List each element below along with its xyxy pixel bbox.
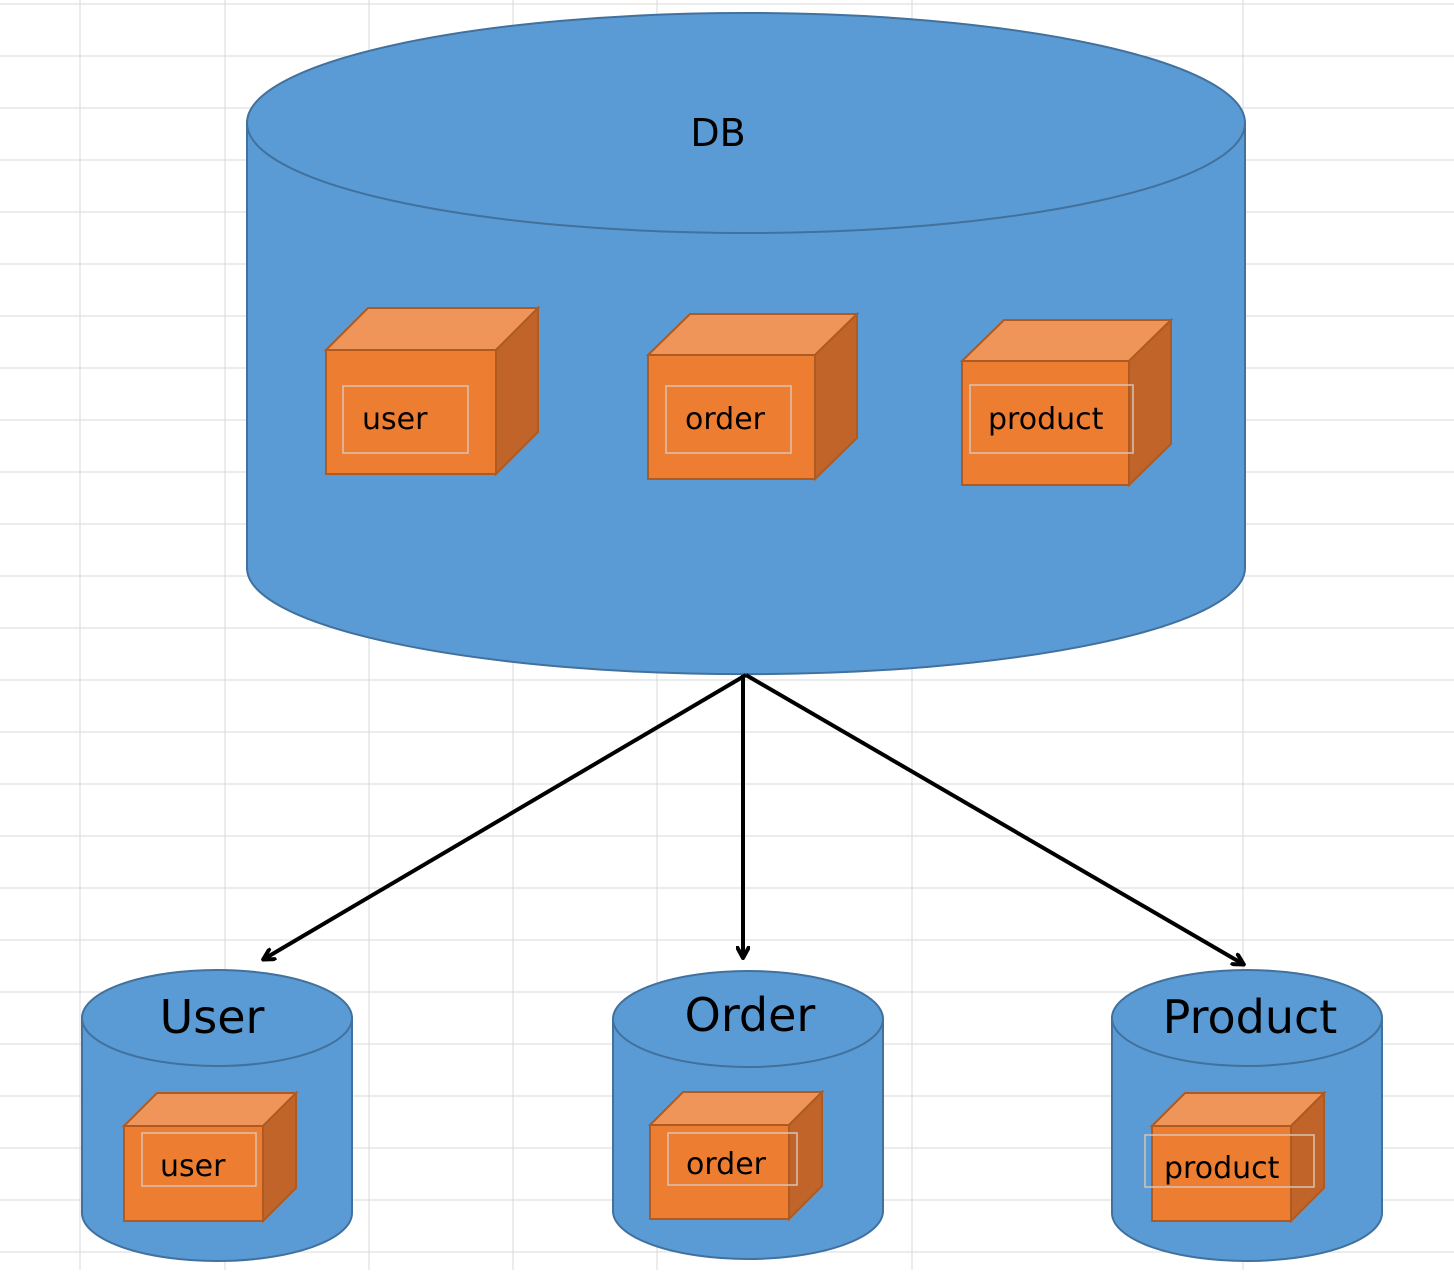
service-table-cube-product: product <box>1144 1090 1327 1224</box>
db-table-label-order: order <box>685 402 766 437</box>
service-table-cube-user: user <box>121 1090 299 1224</box>
service-table-label-order: order <box>686 1147 767 1182</box>
service-table-label-product: product <box>1164 1151 1280 1186</box>
main-db-label: DB <box>690 111 745 155</box>
service-db-order: Order order <box>612 970 884 1260</box>
service-db-label-user: User <box>160 990 265 1044</box>
db-table-cube-product: product <box>959 317 1174 488</box>
db-table-cube-user: user <box>323 305 541 477</box>
arrow-to-product <box>744 673 1243 964</box>
service-db-label-product: Product <box>1163 990 1338 1044</box>
db-table-label-user: user <box>362 402 428 437</box>
service-db-label-order: Order <box>685 988 816 1042</box>
db-table-label-product: product <box>988 402 1104 437</box>
arrow-to-user <box>264 673 748 959</box>
service-db-user: User user <box>81 969 353 1262</box>
service-table-cube-order: order <box>647 1089 825 1222</box>
db-table-cube-order: order <box>645 311 860 482</box>
split-arrows <box>264 673 1243 964</box>
service-db-product: Product product <box>1111 969 1383 1262</box>
service-table-label-user: user <box>160 1149 226 1184</box>
